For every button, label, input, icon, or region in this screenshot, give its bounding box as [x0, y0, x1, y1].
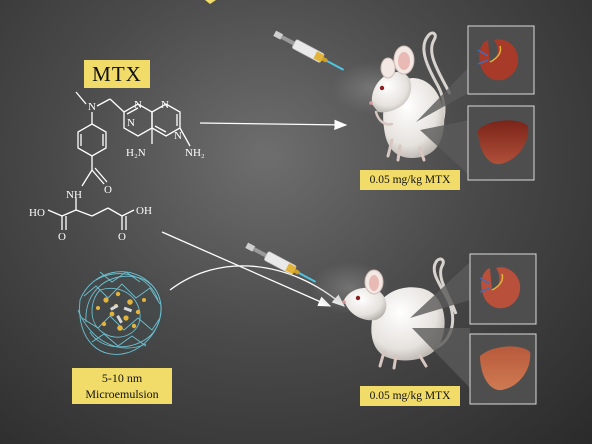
mtx-structure: [47, 91, 191, 230]
syringe-bottom: [245, 242, 317, 283]
dose-label-top: 0.05 mg/kg MTX: [360, 170, 460, 190]
phenyl-ring: [77, 123, 107, 157]
rat-top: [369, 31, 452, 162]
n-ch2-bond: [96, 98, 111, 107]
amide-bond: [81, 169, 93, 187]
cooh-left-oh: [47, 209, 63, 217]
nh2-right-bond: [179, 127, 191, 147]
microemulsion-particle: [76, 268, 164, 356]
carbonyl-co: [91, 169, 105, 185]
atom-o-left: O: [58, 231, 66, 243]
pteridine-double-1: [126, 107, 139, 115]
alpha-cooh-bond: [61, 209, 77, 217]
methyl-bond: [75, 91, 87, 105]
top-edge-fragment: [205, 0, 216, 4]
microemulsion-size: 5-10 nm: [101, 371, 143, 385]
syringe-top: [273, 30, 345, 71]
arrow-mtx-to-rat-bottom: [161, 231, 332, 307]
mtx-title-label: MTX: [84, 60, 150, 88]
atom-ring-n3: N: [161, 99, 169, 111]
callout-top-kidney: [416, 66, 470, 122]
atom-o-right: O: [118, 231, 126, 243]
arrow-mtx-to-rat-top: [199, 119, 348, 131]
side-chain-3: [107, 207, 123, 217]
atom-ring-n4: N: [174, 130, 182, 142]
atom-nh2-left: H₂N: [126, 147, 146, 159]
atom-oh-right: OH: [136, 205, 152, 217]
microemulsion-label: 5-10 nm Microemulsion: [72, 368, 172, 404]
ch2-bond: [109, 98, 125, 113]
atom-nh2-right: NH₂: [185, 147, 205, 159]
side-chain-2: [91, 207, 109, 217]
atom-nh: NH: [66, 189, 82, 201]
organ-box-top-kidney: [467, 25, 535, 95]
organ-box-top-liver: [467, 105, 535, 181]
callout-top-liver: [420, 120, 470, 176]
atom-n-methyl: N: [88, 101, 96, 113]
pteridine-double-2: [154, 125, 167, 133]
organ-box-bottom-kidney: [469, 253, 537, 325]
organ-box-bottom-liver: [469, 333, 537, 405]
atom-ring-n1: N: [134, 99, 142, 111]
atom-ho-left: HO: [29, 207, 45, 219]
callout-bottom-kidney: [410, 262, 470, 318]
atom-ring-n2: N: [127, 117, 135, 129]
microemulsion-name: Microemulsion: [85, 387, 159, 401]
callout-bottom-liver: [412, 328, 470, 388]
mtx-atom-labels: N N N N N H₂N NH₂ NH O HO OH O O: [29, 99, 205, 243]
atom-o-amide: O: [104, 184, 112, 196]
dose-label-bottom: 0.05 mg/kg MTX: [360, 386, 460, 406]
side-chain-1: [75, 209, 93, 217]
cooh-right-oh: [121, 209, 135, 217]
carbonyl-co-double: [94, 167, 108, 183]
